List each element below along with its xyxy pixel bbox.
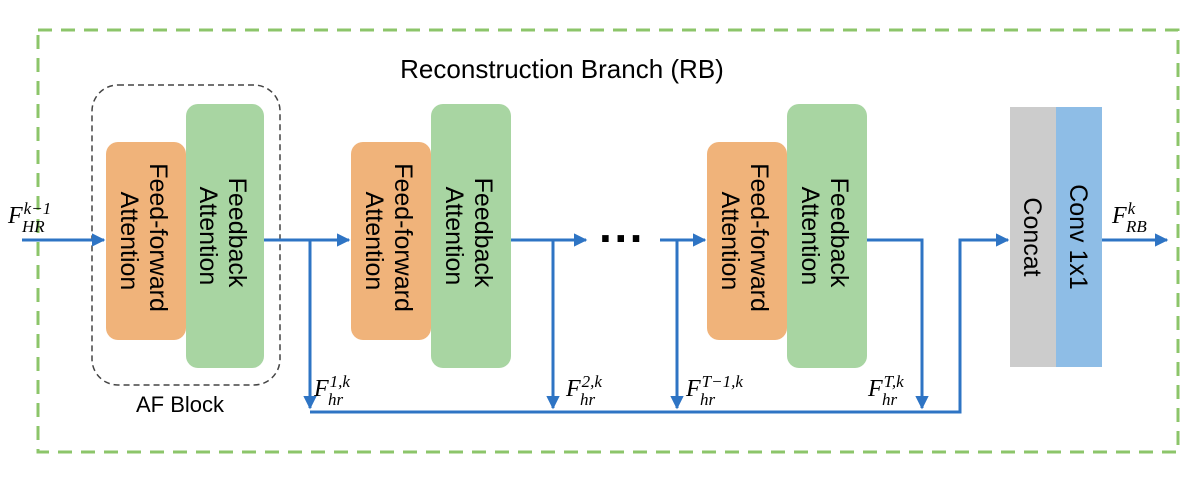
rb-title: Reconstruction Branch (RB): [400, 54, 724, 84]
fb-attention-block-2: [431, 104, 511, 368]
feature-label-1: F1,k: [313, 372, 350, 402]
conv-1x1-label: Conv 1x1: [1064, 184, 1092, 290]
concat-label: Concat: [1018, 197, 1046, 276]
fb-attention-block-3: [787, 104, 867, 368]
ff-attention-block-1: [106, 142, 186, 340]
fb-block-1-label: Feedback Attention: [194, 178, 251, 295]
fb-block-2-label: Feedback Attention: [440, 178, 497, 295]
fb-attention-block-1: [186, 104, 264, 368]
input-label: Fk−1: [7, 199, 51, 229]
ff-attention-block-3: [707, 142, 787, 340]
feature-label-4-sub: hr: [882, 390, 898, 409]
output-label: Fk: [1111, 199, 1136, 229]
ff-attention-block-2: [351, 142, 431, 340]
feature-label-4: FT,k: [867, 372, 904, 402]
feature-label-1-sub: hr: [328, 390, 344, 409]
arrow-block3-branch: [867, 238, 929, 410]
ellipsis: ···: [599, 212, 645, 264]
ff-block-2-label: Feed-forward Attention: [360, 163, 417, 319]
connections: [22, 233, 1169, 414]
ff-block-1-label: Feed-forward Attention: [115, 163, 172, 319]
feature-label-3-sub: hr: [700, 390, 716, 409]
af-block-label: AF Block: [136, 392, 225, 417]
output-label-sub: RB: [1125, 217, 1147, 236]
fb-block-3-label: Feedback Attention: [796, 178, 853, 295]
ff-block-3-label: Feed-forward Attention: [716, 163, 773, 319]
feature-label-3: FT−1,k: [685, 372, 743, 402]
conv-1x1-block: [1056, 107, 1102, 367]
bottom-bus: [310, 233, 1010, 414]
feature-label-2: F2,k: [565, 372, 602, 402]
concat-block: [1010, 107, 1056, 367]
input-label-sub: HR: [21, 217, 45, 236]
feature-label-2-sub: hr: [580, 390, 596, 409]
